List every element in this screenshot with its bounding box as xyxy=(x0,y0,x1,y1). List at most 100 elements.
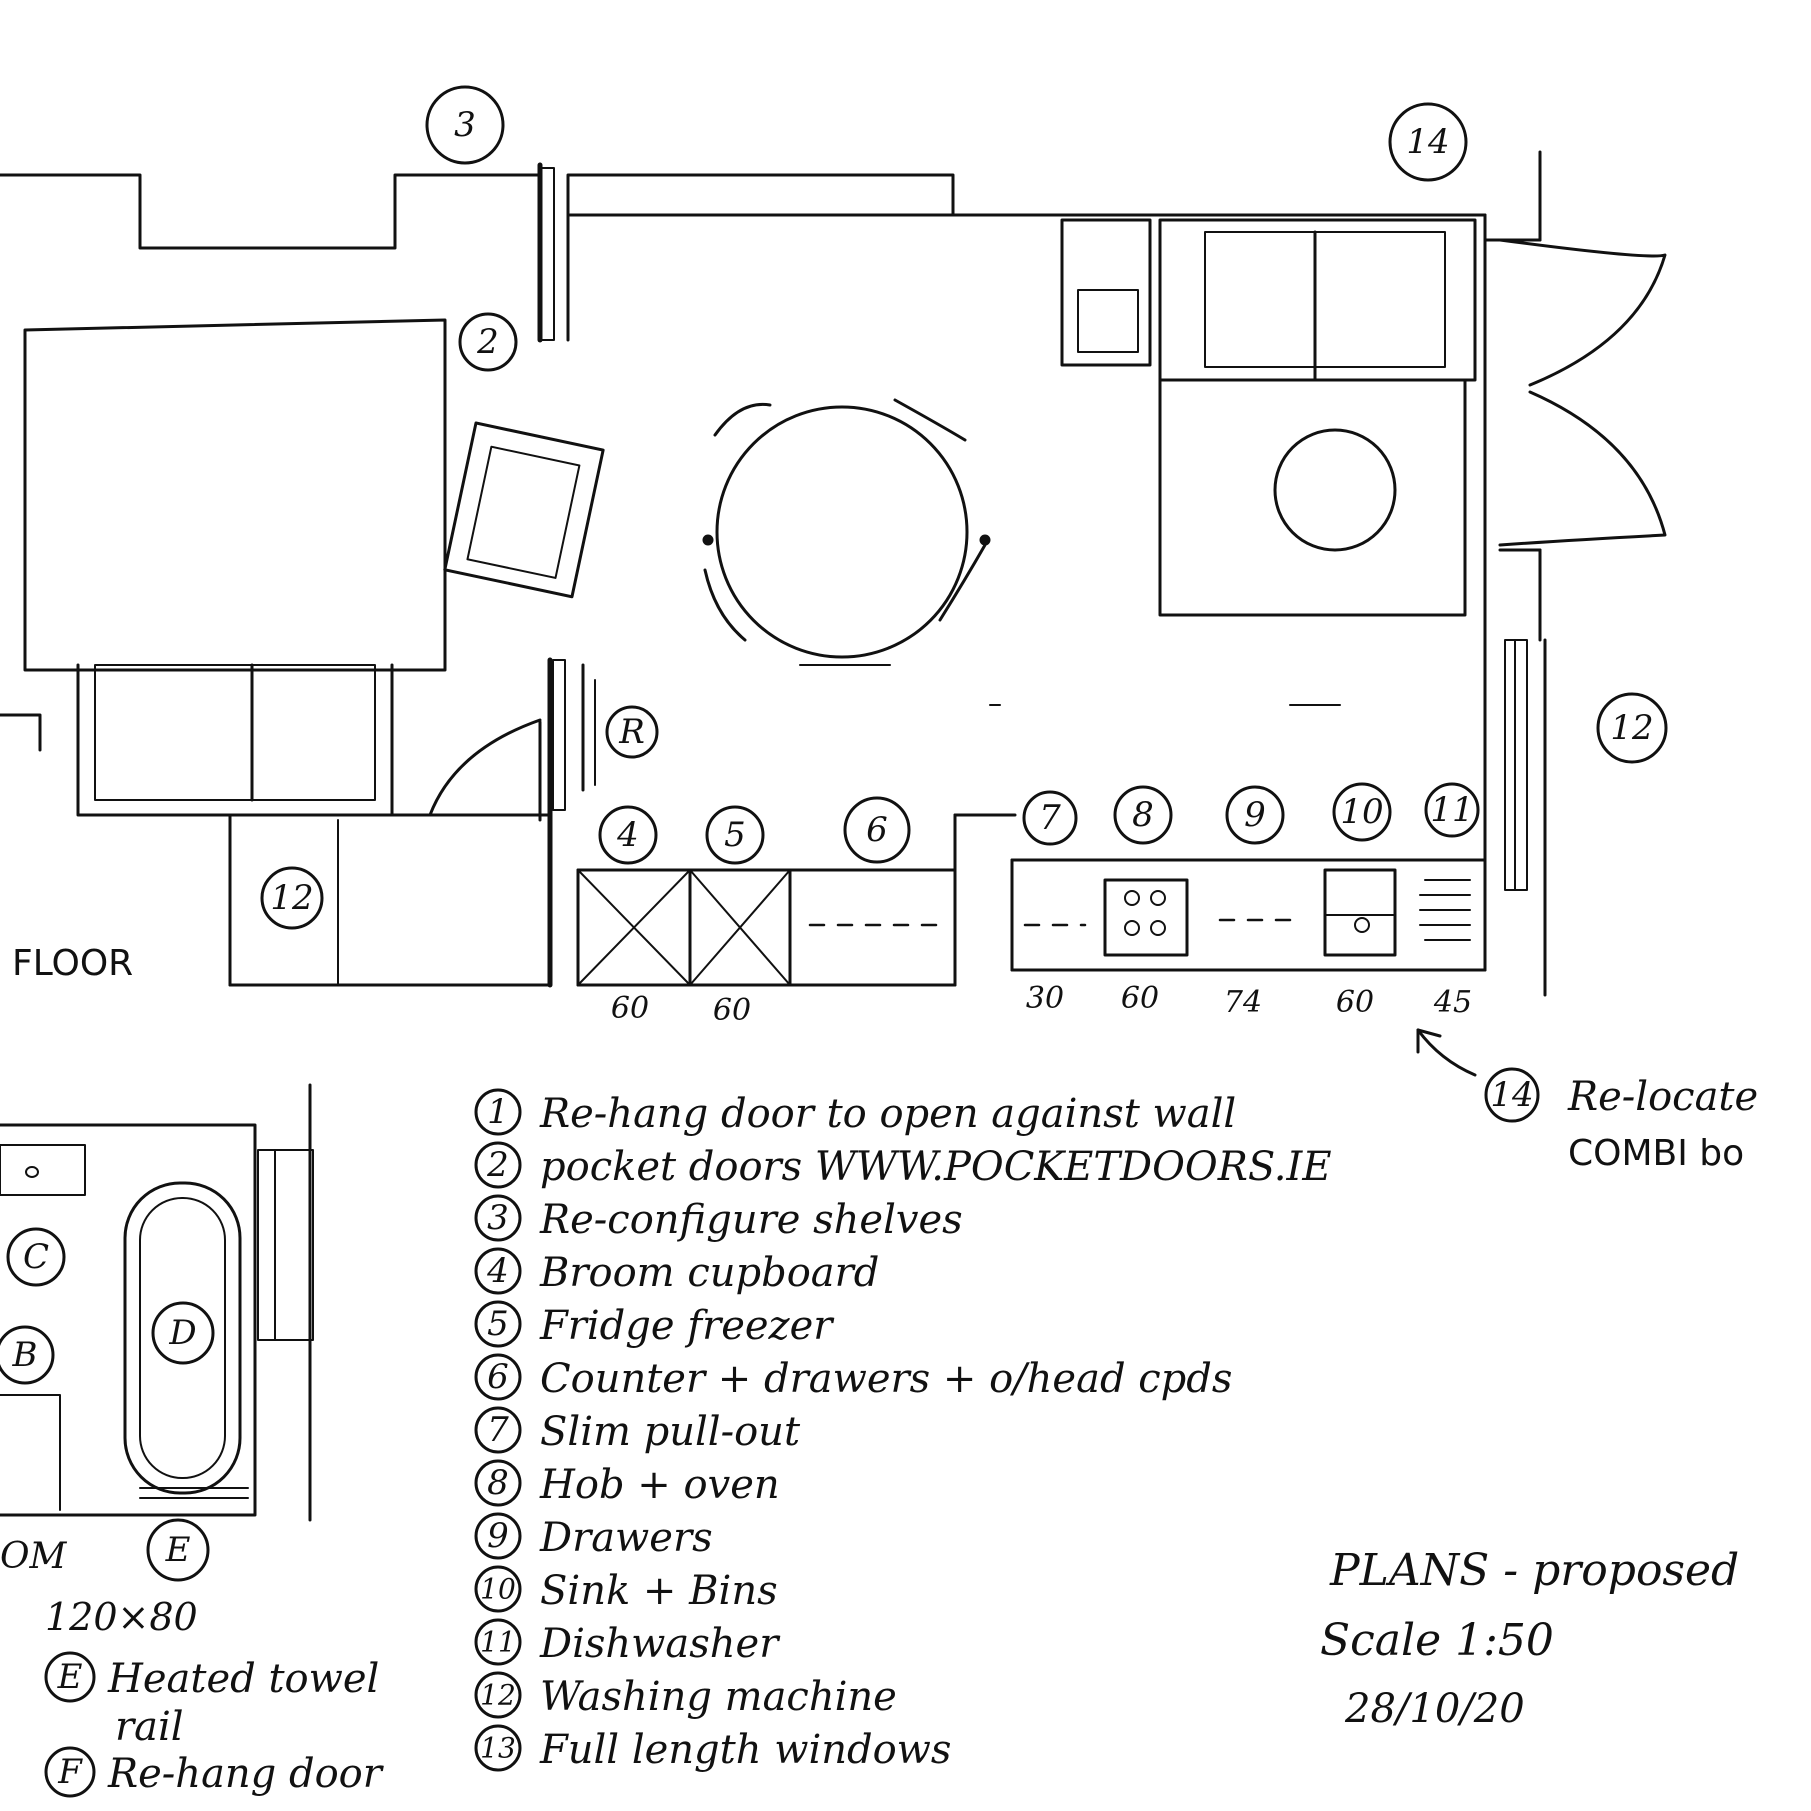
dim-hob: 60 xyxy=(1121,981,1159,1016)
dim-broom: 60 xyxy=(611,991,649,1026)
note-14: 14 Re-locate COMBI bo xyxy=(1416,1028,1758,1174)
bath-note-F-text: Re-hang door xyxy=(107,1751,385,1797)
dim-drawers: 74 xyxy=(1224,985,1262,1020)
note-13: 13 Full length windows xyxy=(474,1724,951,1773)
bath-notes: E Heated towel rail F Re-hang door xyxy=(44,1651,385,1798)
armchair xyxy=(443,421,605,599)
bath-room-label: OM xyxy=(0,1536,68,1577)
marker-14: 14 xyxy=(1406,122,1449,162)
note-2: 2 pocket doors WWW.POCKETDOORS.IE xyxy=(474,1141,1332,1190)
svg-text:Drawers: Drawers xyxy=(539,1515,713,1561)
bath-note-E-letter: E xyxy=(57,1657,83,1697)
note-7: 7 Slim pull-out xyxy=(474,1406,801,1455)
note-6: 6 Counter + drawers + o/head cpds xyxy=(474,1353,1232,1402)
bath-note-E-text-2: rail xyxy=(115,1704,184,1750)
svg-text:1: 1 xyxy=(487,1092,509,1132)
door-swing xyxy=(428,718,542,817)
plan-title: PLANS - proposed xyxy=(1329,1545,1739,1596)
plan-date: 28/10/20 xyxy=(1344,1686,1525,1732)
hob xyxy=(1103,878,1189,957)
svg-text:Re-locate: Re-locate xyxy=(1567,1074,1758,1120)
bath-note-E-text: Heated towel xyxy=(107,1656,379,1702)
bath-size: 120×80 xyxy=(45,1595,198,1639)
marker-E: E xyxy=(165,1530,191,1570)
marker-12-right: 12 xyxy=(1610,708,1653,748)
marker-B: B xyxy=(12,1335,38,1375)
marker-D: D xyxy=(168,1313,196,1353)
pocket-door xyxy=(552,659,566,811)
notes-legend: 1 Re-hang door to open against wall 2 po… xyxy=(474,1088,1332,1773)
svg-text:13: 13 xyxy=(480,1732,516,1765)
kitchen-run-right xyxy=(1010,858,1487,972)
svg-text:8: 8 xyxy=(487,1463,509,1503)
bath-note-F-letter: F xyxy=(57,1752,83,1792)
marker-R: R xyxy=(618,712,645,752)
svg-text:COMBI bo: COMBI bo xyxy=(1568,1133,1744,1174)
top-wall xyxy=(0,150,1542,343)
dim-slim: 30 xyxy=(1026,981,1064,1016)
bed xyxy=(0,318,447,817)
internal-walls xyxy=(228,657,596,988)
svg-text:Sink + Bins: Sink + Bins xyxy=(540,1568,778,1614)
kitchen-run-left xyxy=(576,813,1017,987)
plan-markers: 3 14 2 R 4 5 6 7 8 9 10 11 12 12 C B D E xyxy=(0,85,1668,1582)
svg-text:7: 7 xyxy=(487,1410,509,1450)
svg-text:11: 11 xyxy=(480,1626,516,1659)
svg-text:5: 5 xyxy=(487,1304,509,1344)
floor-label: FLOOR xyxy=(12,943,133,984)
marker-11: 11 xyxy=(1430,790,1473,830)
plan-scale: Scale 1:50 xyxy=(1320,1615,1554,1666)
bathroom xyxy=(0,1083,314,1522)
note-8: 8 Hob + oven xyxy=(474,1459,780,1508)
svg-text:Slim pull-out: Slim pull-out xyxy=(540,1409,801,1455)
svg-text:4: 4 xyxy=(486,1251,509,1291)
svg-text:Counter + drawers + o/head cpd: Counter + drawers + o/head cpds xyxy=(540,1356,1232,1402)
note-10: 10 Sink + Bins xyxy=(474,1565,778,1614)
living-area xyxy=(989,218,1477,706)
dim-dishwasher: 45 xyxy=(1433,985,1472,1020)
svg-text:3: 3 xyxy=(487,1198,509,1238)
svg-text:2: 2 xyxy=(486,1145,509,1185)
svg-text:Hob + oven: Hob + oven xyxy=(539,1462,780,1508)
note-9: 9 Drawers xyxy=(474,1512,713,1561)
marker-9: 9 xyxy=(1244,795,1266,835)
dining-table xyxy=(702,398,991,666)
marker-7: 7 xyxy=(1039,798,1061,838)
svg-text:Fridge freezer: Fridge freezer xyxy=(539,1303,835,1349)
svg-text:pocket doors WWW.POCKETDOORS.I: pocket doors WWW.POCKETDOORS.IE xyxy=(540,1144,1332,1190)
note-12: 12 Washing machine xyxy=(474,1671,897,1720)
note-11: 11 Dishwasher xyxy=(474,1618,781,1667)
svg-text:Full length windows: Full length windows xyxy=(539,1727,951,1773)
note-5: 5 Fridge freezer xyxy=(474,1300,835,1349)
svg-text:Broom cupboard: Broom cupboard xyxy=(539,1250,879,1296)
dim-sink: 60 xyxy=(1336,985,1374,1020)
dishwasher-lines xyxy=(1419,879,1471,941)
note-1: 1 Re-hang door to open against wall xyxy=(474,1088,1236,1137)
note-4: 4 Broom cupboard xyxy=(474,1247,879,1296)
title-block: PLANS - proposed Scale 1:50 28/10/20 xyxy=(1320,1545,1739,1732)
dimension-labels: 60 60 30 60 74 60 45 xyxy=(611,981,1472,1028)
svg-text:Re-hang door to open against w: Re-hang door to open against wall xyxy=(539,1091,1236,1137)
marker-5: 5 xyxy=(724,815,746,855)
dim-fridge: 60 xyxy=(713,993,751,1028)
sink xyxy=(1323,868,1397,957)
marker-4: 4 xyxy=(616,815,639,855)
bath-tub xyxy=(123,1181,242,1495)
svg-text:6: 6 xyxy=(487,1357,509,1397)
svg-text:10: 10 xyxy=(480,1573,516,1606)
svg-text:12: 12 xyxy=(480,1679,516,1712)
svg-text:14: 14 xyxy=(1490,1075,1533,1115)
marker-C: C xyxy=(23,1237,49,1277)
marker-2: 2 xyxy=(476,322,499,362)
coffee-table xyxy=(1273,428,1397,552)
marker-6: 6 xyxy=(866,810,888,850)
svg-text:Re-configure shelves: Re-configure shelves xyxy=(539,1197,963,1243)
note-3: 3 Re-configure shelves xyxy=(474,1194,963,1243)
marker-12-utility: 12 xyxy=(270,878,313,918)
marker-8: 8 xyxy=(1132,795,1154,835)
marker-3: 3 xyxy=(454,105,476,145)
right-wall xyxy=(1483,213,1667,997)
svg-text:Washing machine: Washing machine xyxy=(540,1674,897,1720)
marker-10: 10 xyxy=(1340,792,1383,832)
